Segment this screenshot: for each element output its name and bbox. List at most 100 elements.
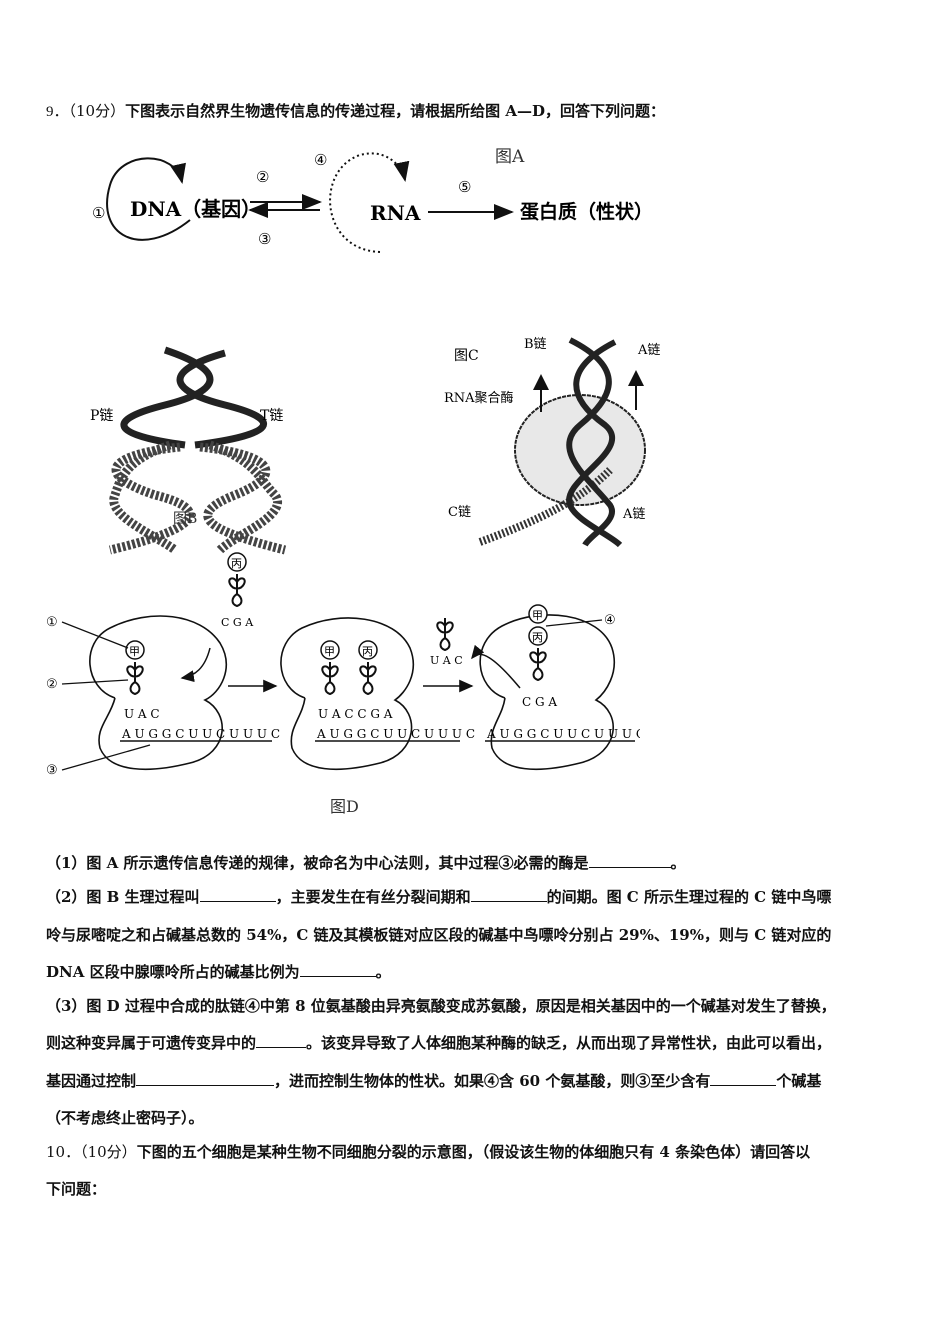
sub2-text-b: ，主要发生在有丝分裂间期和	[275, 888, 471, 906]
dna-gene-label: DNA（基因）	[130, 197, 261, 221]
question-stem: 下图表示自然界生物遗传信息的传递过程，请根据所给图 A—D，回答下列问题：	[125, 102, 665, 120]
question-number: 9．	[46, 104, 69, 120]
answer-blank-2c[interactable]	[299, 962, 376, 977]
sub-question-2-line-1: （2）图 B 生理过程叫 ，主要发生在有丝分裂间期和 的间期。图 C 所示生理过程的…	[46, 886, 831, 907]
amino-acid-bing-3	[528, 626, 548, 646]
rna-polymerase-label: RNA聚合酶	[444, 390, 514, 406]
sub1-text: （1）图 A 所示遗传信息传递的规律，被命名为中心法则，其中过程③必需的酶是	[46, 854, 589, 872]
protein-label: 蛋白质（性状）	[520, 200, 653, 223]
c-chain-rna	[478, 467, 613, 546]
double-helix-top	[120, 346, 267, 449]
jia-label-3: 甲	[532, 609, 543, 622]
ribosome-2	[280, 617, 415, 771]
p-chain-label: P链	[90, 408, 113, 424]
sub3-text-a: 则这种变异属于可遗传变异中的	[46, 1034, 257, 1052]
bing-label-2: 丙	[362, 645, 373, 658]
trna-2a	[321, 661, 339, 695]
answer-blank-1[interactable]	[588, 853, 671, 868]
figure-c-label: 图C	[454, 348, 479, 364]
marker-3: ③	[258, 230, 271, 248]
amino-acid-jia-1	[125, 640, 145, 660]
sub-question-2-line-3: DNA 区段中腺嘌呤所占的碱基比例为 。	[46, 961, 391, 982]
sub1-end: 。	[670, 854, 686, 872]
trna-3	[529, 647, 547, 681]
amino-acid-jia-3	[528, 604, 548, 624]
leader-4	[545, 619, 603, 627]
ribosome-3	[479, 614, 615, 771]
question-9-heading: 9．（10分）下图表示自然界生物遗传信息的传递过程，请根据所给图 A—D，回答下…	[46, 100, 665, 121]
d-marker-4: ④	[604, 613, 616, 628]
jia-label-2: 甲	[324, 645, 335, 658]
sub-question-3-line-3: 基因通过控制 ，进而控制生物体的性状。如果④含 60 个氨基酸，则③至少含有 个碱基	[46, 1070, 821, 1091]
sub3-text-d: ，进而控制生物体的性状。如果④含 60 个氨基酸，则③至少含有	[274, 1072, 711, 1090]
mrna-sequence-1: A U G G C U U C U U U C	[121, 727, 280, 741]
incoming-trna-arrow-1	[180, 647, 211, 683]
replication-loop	[106, 157, 191, 241]
d-marker-3: ③	[46, 763, 58, 778]
outgoing-trna-arrow	[471, 644, 521, 689]
marker-1: ①	[92, 204, 105, 222]
sub2-text-c: 的间期。图 C 所示生理过程的 C 链中鸟嘌	[546, 888, 832, 906]
d-marker-1: ①	[46, 615, 58, 630]
trna-incoming-1	[228, 573, 246, 607]
answer-blank-2b[interactable]	[470, 887, 547, 902]
marker-5: ⑤	[458, 178, 471, 196]
sub-question-1: （1）图 A 所示遗传信息传递的规律，被命名为中心法则，其中过程③必需的酶是 。	[46, 852, 686, 873]
trna-outgoing	[436, 617, 454, 651]
sub2-end: 。	[375, 963, 391, 981]
question-10-stem: 下图的五个细胞是某种生物不同细胞分裂的示意图，（假设该生物的体细胞只有 4 条染…	[136, 1143, 811, 1161]
ribosome-1	[89, 615, 227, 771]
a-chain-bottom-label: A链	[622, 507, 645, 522]
leader-2	[61, 679, 129, 685]
question-score: （10分）	[68, 102, 126, 120]
sub3-text-e: 个碱基	[776, 1072, 822, 1090]
trna-2b	[359, 661, 377, 695]
d-marker-2: ②	[46, 677, 58, 692]
anticodon-uaccga: U A C C G A	[318, 707, 393, 721]
sub2-text-a: （2）图 B 生理过程叫	[46, 888, 200, 906]
anticodon-cga-right: C G A	[522, 695, 557, 709]
sub-question-2-line-2: 呤与尿嘧啶之和占碱基总数的 54%，C 链及其模板链对应区段的碱基中鸟嘌呤分别占…	[46, 926, 832, 944]
question-10-number: 10．	[46, 1143, 81, 1161]
mrna-sequence-2: A U G G C U U C U U U C	[316, 727, 475, 741]
leader-1	[61, 621, 129, 649]
right-daughter-helix	[199, 440, 287, 555]
mrna-sequence-3: A U G G C U U C U U U C	[486, 727, 640, 741]
dna-template-helix	[566, 337, 623, 548]
rna-replication-loop	[329, 152, 410, 253]
anticodon-uac-outgoing: U A C	[430, 654, 463, 667]
answer-blank-2a[interactable]	[199, 887, 276, 902]
answer-blank-3a[interactable]	[256, 1033, 307, 1048]
c-chain-label: C链	[448, 505, 471, 520]
rna-polymerase-ellipse	[514, 394, 646, 506]
rna-label: RNA	[370, 201, 421, 225]
marker-2: ②	[256, 168, 269, 186]
amino-acid-jia-2	[320, 640, 340, 660]
figure-b-label: 图B	[173, 511, 197, 527]
sub3-text-b: 。该变异导致了人体细胞某种酶的缺乏，从而出现了异常性状，由此可以看出，	[306, 1034, 832, 1052]
marker-4: ④	[314, 151, 327, 169]
jia-label-1: 甲	[129, 645, 140, 658]
bing-label-incoming: 丙	[231, 557, 242, 570]
question-10-stem-line-2: 下问题：	[46, 1180, 107, 1198]
amino-acid-bing-incoming	[227, 552, 247, 572]
figure-d: A U G G C U U C U U U C A U G G C U U C …	[46, 552, 640, 816]
b-chain-label: B链	[524, 337, 547, 352]
left-daughter-helix	[108, 440, 194, 555]
anticodon-cga-incoming: C G A	[221, 616, 254, 629]
sub2-text-d: DNA 区段中腺嘌呤所占的碱基比例为	[46, 963, 300, 981]
figure-a-label: 图A	[495, 147, 525, 167]
sub-question-3-line-1: （3）图 D 过程中合成的肽链④中第 8 位氨基酸由异亮氨酸变成苏氨酸，原因是相…	[46, 997, 836, 1015]
bing-label-3: 丙	[532, 631, 543, 644]
figure-d-label: 图D	[330, 797, 359, 816]
sub3-text-c: 基因通过控制	[46, 1072, 137, 1090]
sub-question-3-line-4: （不考虑终止密码子）。	[46, 1109, 204, 1127]
answer-blank-3c[interactable]	[710, 1071, 777, 1086]
trna-1	[126, 661, 144, 695]
question-10-heading: 10．（10分）下图的五个细胞是某种生物不同细胞分裂的示意图，（假设该生物的体细…	[46, 1141, 810, 1162]
answer-blank-3b[interactable]	[136, 1071, 275, 1086]
anticodon-uac-left: U A C	[124, 707, 160, 721]
a-chain-top-label: A链	[637, 343, 660, 358]
figure-c: 图C B链 A链 RNA聚合酶 C链 A链	[444, 337, 660, 548]
figure-b: P链 T链 图B	[90, 346, 287, 555]
